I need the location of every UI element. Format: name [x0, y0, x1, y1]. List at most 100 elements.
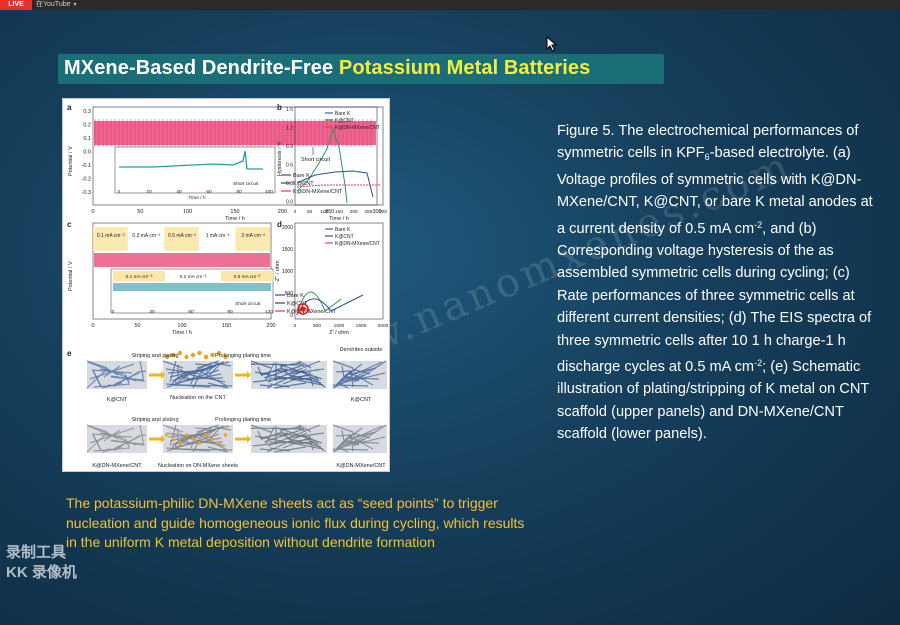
panel-e-scaffold-mid-1-fiber: [181, 366, 215, 377]
panel-e-arrowhead: [247, 435, 251, 443]
panel-e-scaffold-right-1-fiber: [341, 365, 345, 378]
panel-a-inset-xlabel: Time / h: [188, 195, 205, 201]
panel-e-scaffold-mid-1-fiber: [165, 383, 211, 388]
title-bar: [58, 54, 664, 84]
panel-letter-c: c: [67, 220, 72, 229]
panel-e-scaffold-2-fiber: [263, 364, 305, 379]
panel-e-k-ion: [223, 433, 228, 437]
panel-e-scaffold-mid-2-fiber: [186, 440, 190, 445]
panel-e-scaffold-4-fiber: [298, 440, 316, 445]
highlight-text: The potassium-philic DN-MXene sheets act…: [66, 495, 525, 550]
panel-e-scaffold-right-2-fiber: [341, 429, 345, 442]
panel-e-scaffold-2-fiber: [259, 368, 289, 375]
panel-c-legend-entry: K@CNT: [287, 301, 308, 307]
panel-b-xtick: 250: [364, 209, 372, 215]
panel-b-ytick: 0.6: [286, 163, 293, 169]
mouse-cursor-icon: [546, 36, 558, 52]
panel-e-label-bottom: K@DN-MXene/CNT: [336, 463, 386, 469]
panel-e-scaffold-mid-2-fiber: [162, 424, 184, 433]
panel-e-scaffold-4-fiber: [308, 434, 314, 451]
panel-e-scaffold-mid-2-fiber: [214, 426, 232, 431]
panel-a-xtick: 300: [372, 209, 381, 215]
tab-label[interactable]: 在YouTube▾: [36, 0, 77, 10]
panel-e-label-top: K@CNT: [351, 397, 372, 403]
panel-e-label-top: Dendrites outside: [340, 347, 383, 353]
panel-e-arrowhead: [161, 435, 165, 443]
panel-e-arrowhead: [161, 371, 165, 379]
panel-a-legend-entry: K@DN-MXene/CNT: [293, 189, 343, 195]
panel-c-xtick: 50: [134, 323, 140, 329]
panel-e-k-ion: [197, 350, 202, 356]
panel-e-scaffold-4-fiber: [259, 432, 289, 439]
panel-e-scaffold-2-fiber: [257, 366, 263, 377]
caption-sup2: -2: [754, 358, 763, 369]
panel-c-rate-band: [93, 227, 128, 251]
panel-a-inset-xtick: 80: [236, 189, 242, 195]
panel-e-scaffold-4-fiber: [267, 424, 321, 447]
panel-e-k-ion: [177, 350, 183, 356]
panel-e-label-bottom: K@DN-MXene/CNT: [92, 463, 142, 469]
panel-c-rate-label: 0.5 mA cm⁻²: [168, 233, 196, 239]
panel-d-frame: [294, 222, 384, 320]
panel-e-scaffold-right-2-fiber: [334, 434, 352, 451]
panel-e-label-top: Nucleation on the CNT: [170, 395, 226, 401]
panel-b-xtick: 150: [335, 209, 343, 215]
panel-a-frame: [92, 106, 378, 206]
panel-e-scaffold-mid-1-fiber: [186, 376, 190, 381]
panel-d-legend-entry: K@CNT: [335, 234, 354, 240]
panel-e-scaffold-4-fiber: [266, 432, 308, 453]
panel-b-xtick: 0: [294, 209, 297, 215]
panel-e-scaffold-mid-1-fiber: [182, 377, 224, 380]
panel-c-inset-band: [167, 271, 219, 281]
panel-d-xtick: 1500: [356, 323, 367, 329]
panel-b-ytick: 1.5: [286, 107, 293, 113]
panel-d-ytick: 1500: [282, 247, 293, 253]
panel-e-scaffold-right-2-fiber: [353, 424, 387, 447]
panel-e-scaffold-2-fiber: [287, 368, 325, 375]
panel-c-rate-band: [128, 227, 164, 251]
panel-e-scaffold-right-2-fiber: [332, 424, 354, 433]
panel-e-scaffold-mid-1-fiber: [179, 368, 187, 375]
panel-b-legend-entry: K@DN-MXene/CNT: [335, 125, 380, 131]
caption-sub-6: 6: [704, 152, 710, 163]
panel-e-scaffold-mid-2-fiber: [196, 424, 220, 433]
panel-a-inset-xtick: 40: [176, 189, 182, 195]
panel-e-scaffold-mid-1-fiber: [214, 362, 232, 367]
panel-b-series-bare-k: [296, 127, 348, 204]
panel-a-inset-trace: [119, 150, 263, 170]
panel-c-ylabel: Potential / V: [68, 261, 74, 291]
panel-c-inset-rate: 0.2 mA cm⁻²: [180, 274, 207, 280]
panel-e-scaffold-mid-1-fiber: [190, 374, 226, 383]
panel-e-scaffold-2-fiber: [273, 382, 307, 389]
panel-d-legend-entry: K@DN-MXene/CNT: [335, 241, 380, 247]
panel-a-xtick: 100: [183, 209, 192, 215]
panel-a-ytick: 0.2: [83, 123, 91, 129]
panel-c-xtick: 100: [177, 323, 186, 329]
tab-title: 在YouTube: [36, 1, 71, 8]
panel-c-inset-rate: 0.1 mA cm⁻²: [126, 274, 153, 280]
panel-a-inset-xtick: 60: [206, 189, 212, 195]
caption-body3: ; (e) Schematic illustration of plating/…: [557, 359, 870, 443]
panel-e-label-top: K@CNT: [107, 397, 128, 403]
caption-body1: (a) Voltage profiles of symmetric cells …: [557, 145, 873, 237]
panel-e-k-ion: [216, 350, 222, 356]
panel-e-scaffold-2-fiber: [298, 360, 312, 369]
panel-d-legend-entry: Bare K: [335, 227, 351, 233]
panel-a-xtick: 50: [137, 209, 143, 215]
panel-a-ytick: -0.3: [82, 190, 91, 196]
slide-title-accent: Potassium Metal Batteries: [338, 57, 591, 79]
panel-e-scaffold-1-fiber: [114, 372, 140, 385]
slide-title: MXene-Based Dendrite-Free Potassium Meta…: [64, 57, 590, 80]
chevron-down-icon[interactable]: ▾: [73, 2, 77, 8]
panel-d-xtick: 0: [294, 323, 297, 329]
panel-c-inset-xtick: 60: [188, 309, 194, 315]
panel-e-scaffold-2-fiber: [308, 370, 314, 387]
panel-a-ytick: -0.2: [82, 177, 91, 183]
panel-c-rate-band: [199, 227, 235, 251]
panel-a-ytick: -0.1: [82, 163, 91, 169]
panel-e-k-ion: [210, 352, 215, 358]
caption-line1-end: -based electrolyte.: [709, 145, 829, 162]
panel-c-xtick: 0: [91, 323, 94, 329]
panel-b-xtick: 200: [350, 209, 358, 215]
